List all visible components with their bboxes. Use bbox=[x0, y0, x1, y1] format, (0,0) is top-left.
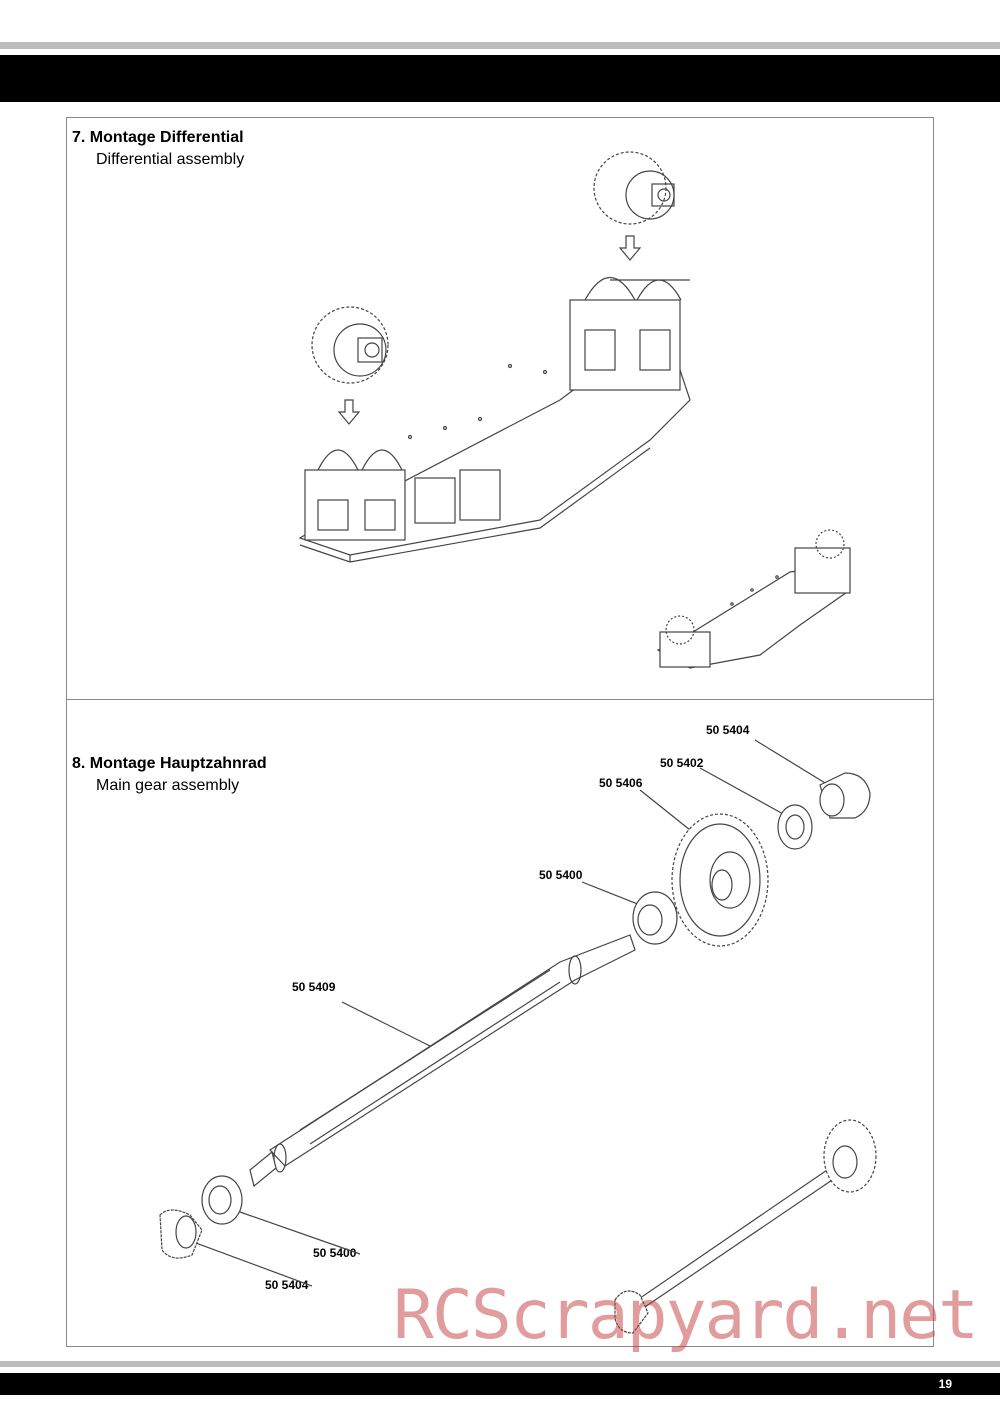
part-number-main-gear: 50 5406 bbox=[599, 776, 643, 790]
footer-bar bbox=[0, 1373, 1000, 1395]
page-number: 19 bbox=[938, 1377, 952, 1391]
section-7-subtitle: Differential assembly bbox=[96, 151, 245, 168]
watermark-text: RCScrapyard.net bbox=[393, 1276, 979, 1355]
part-number-top-pinion: 50 5404 bbox=[706, 723, 750, 737]
bottom-rule bbox=[0, 1361, 1000, 1367]
small-chassis-drawing bbox=[656, 529, 851, 669]
chassis-drawing bbox=[298, 276, 691, 563]
section-divider bbox=[66, 699, 934, 700]
header-bar bbox=[0, 55, 1000, 102]
assembled-shaft-drawing bbox=[614, 1119, 877, 1334]
front-differential-drawing bbox=[593, 151, 675, 261]
part-number-top-bearing: 50 5402 bbox=[660, 756, 704, 770]
rear-differential-drawing bbox=[311, 306, 389, 425]
top-rule bbox=[0, 42, 1000, 49]
part-number-shaft: 50 5409 bbox=[292, 980, 336, 994]
main-gear-exploded-drawing bbox=[159, 739, 871, 1287]
part-number-bottom-pinion: 50 5404 bbox=[265, 1278, 309, 1292]
section-7-title: 7. Montage Differential bbox=[72, 129, 244, 146]
section-8-subtitle: Main gear assembly bbox=[96, 777, 240, 794]
content-frame bbox=[66, 117, 934, 1347]
part-number-shaft-bearing: 50 5400 bbox=[539, 868, 583, 882]
section-8-title: 8. Montage Hauptzahnrad bbox=[72, 755, 267, 772]
